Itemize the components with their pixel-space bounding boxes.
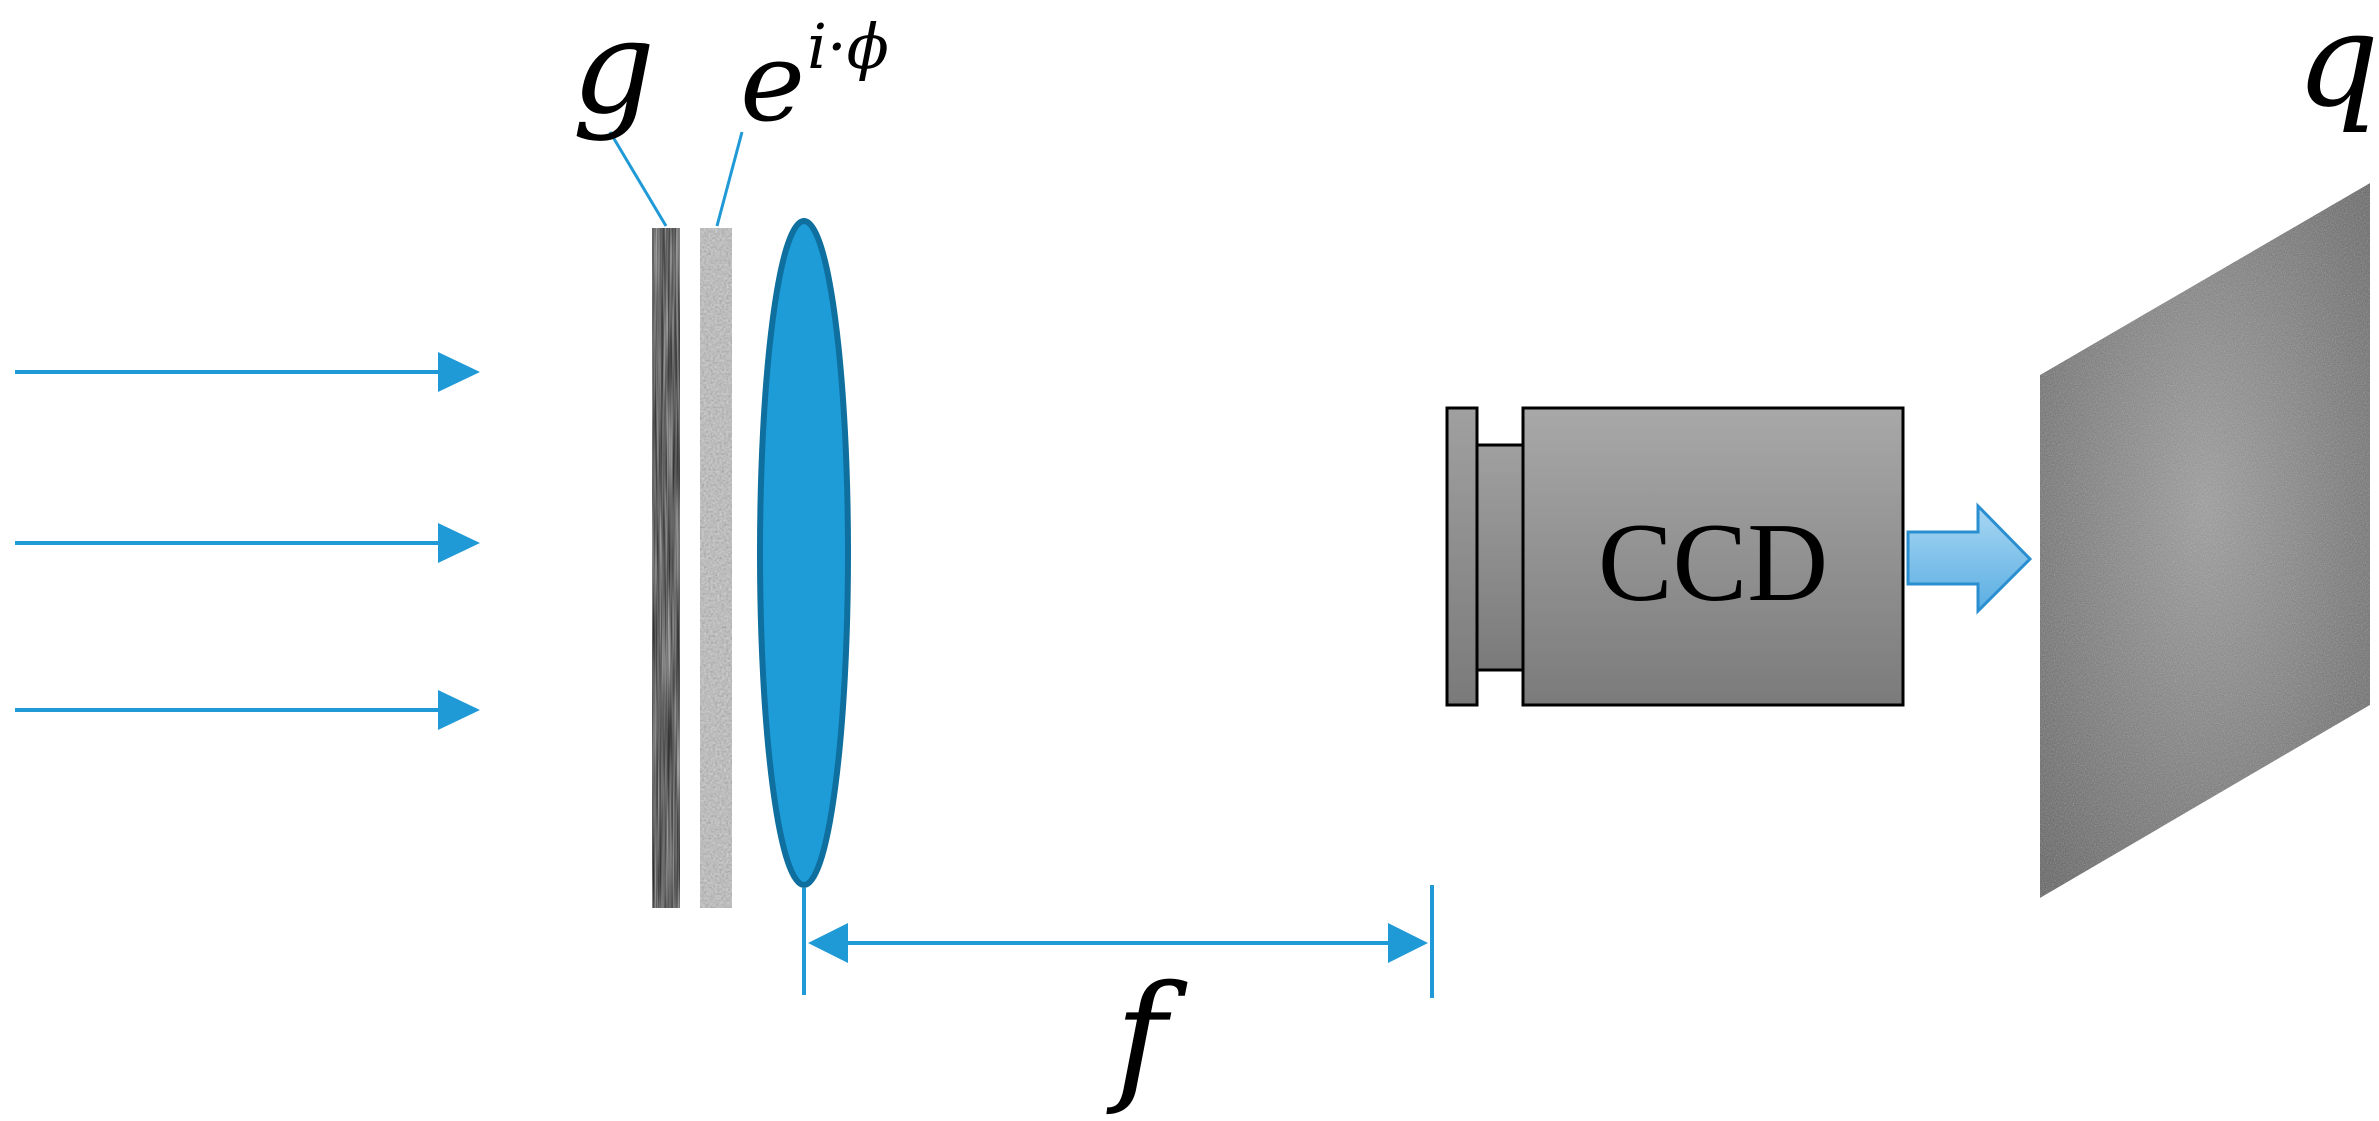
- phase-base-label: e: [740, 18, 805, 146]
- camera-label: CCD: [1598, 501, 1828, 625]
- leader-line-g: [608, 131, 668, 227]
- amplitude-mask-plate: [652, 228, 680, 908]
- phase-mask-plate: [700, 228, 732, 908]
- block-arrow-right-icon: [1906, 502, 2033, 615]
- focal-length-label: f: [1106, 956, 1188, 1119]
- convex-lens-icon: [757, 218, 851, 888]
- phase-mask-label: ei·ϕ: [740, 10, 889, 146]
- ccd-camera-icon: [1445, 406, 1905, 707]
- output-image-label: q: [2296, 0, 2379, 136]
- incident-beams: [15, 352, 480, 730]
- leader-line-phase: [715, 131, 744, 227]
- camera-neck: [1475, 443, 1525, 672]
- camera-front-ring: [1445, 406, 1479, 707]
- arrow-right-icon: [15, 352, 480, 392]
- focal-length-dimension: [802, 885, 1434, 998]
- arrow-right-icon: [15, 523, 480, 563]
- amplitude-mask-label: g: [572, 0, 655, 143]
- camera-body: [1521, 406, 1905, 707]
- arrow-right-icon: [15, 690, 480, 730]
- baboon-photo-icon: [2040, 183, 2370, 898]
- phase-exponent-label: i·ϕ: [807, 10, 889, 83]
